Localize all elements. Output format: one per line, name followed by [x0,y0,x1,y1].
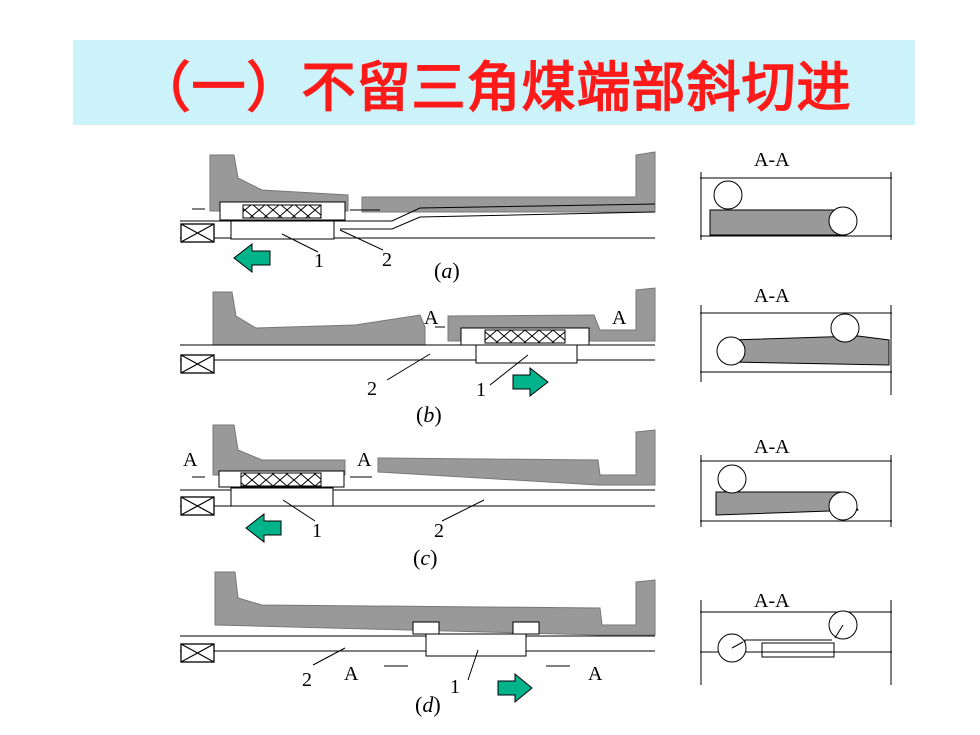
section-mark-d1: A [344,663,359,685]
shearer-body-b [475,344,578,364]
title-banner: （一）不留三角煤端部斜切进 [73,40,915,125]
label-2-b: 2 [367,378,377,400]
section-view-a: A-A [700,149,892,240]
label-1-a: 1 [314,250,324,272]
section-view-d: A-A [700,590,892,685]
shearer-body-d [425,633,527,657]
arrow-d [497,672,533,704]
roof-support-right-a [361,151,656,213]
panel-c: A A 1 2 (c) [180,424,656,570]
section-mark-b1: A [424,307,439,329]
label-2-a: 2 [382,249,392,271]
section-title-a: A-A [754,149,790,171]
roof-support-left-c [212,424,346,476]
section-title-d: A-A [754,590,790,612]
section-mark-c1: A [183,449,198,471]
caption-d: (d) [415,692,441,717]
caption-b: (b) [416,402,442,427]
caption-c: (c) [413,545,437,570]
label-1-d: 1 [450,676,460,698]
section-mark-d2: A [588,663,603,685]
shearer-body-a [230,220,335,240]
section-mark-c2: A [357,449,372,471]
section-title-c: A-A [754,436,790,458]
shearer-body-c [230,487,334,507]
arrow-a [233,242,271,274]
page-title: （一）不留三角煤端部斜切进 [136,56,852,119]
panel-b: A A 2 1 (b) [180,287,656,427]
roof-support-left-b [212,291,426,346]
panel-d: 2 A A 1 (d) [180,571,656,717]
label-2-d: 2 [302,669,312,691]
panel-a: 1 2 (a) [180,151,656,283]
roof-support-right-c [377,429,656,486]
label-1-c: 1 [312,520,322,542]
roof-support-d [214,571,656,636]
section-title-b: A-A [754,285,790,307]
arrow-b [512,366,549,398]
label-1-b: 1 [476,379,486,401]
section-mark-b2: A [612,307,627,329]
section-view-c: A-A [700,436,892,527]
label-2-c: 2 [434,520,444,542]
arrow-c [245,512,282,544]
section-view-b: A-A [700,285,892,395]
caption-a: (a) [434,258,460,283]
